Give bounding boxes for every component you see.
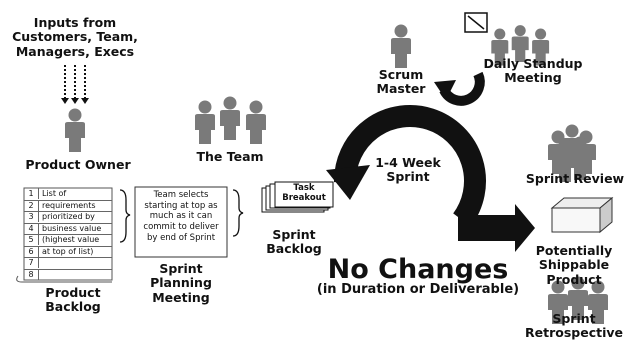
product-backlog-list: 1 List of 2 requirements 3 prioritized b… — [24, 188, 112, 280]
task-breakout-label: Task Breakout — [282, 183, 326, 203]
task-breakout-stack — [261, 181, 334, 213]
planning-box-text: Team selects starting at top as much as … — [143, 190, 219, 243]
no-changes-subtitle: (in Duration or Deliverable) — [316, 282, 520, 297]
backlog-row: 2 requirements — [24, 199, 112, 212]
backlog-row: 4 business value — [24, 222, 112, 235]
team-person-icon — [220, 96, 240, 140]
backlog-bracket — [119, 189, 131, 243]
backlog-row: 6 at top of list) — [24, 245, 112, 258]
no-changes-title: No Changes — [327, 254, 509, 285]
product-box-icon — [550, 196, 614, 234]
input-arrows — [61, 65, 89, 104]
the-team-label: The Team — [196, 149, 264, 164]
clock-icon — [464, 12, 488, 33]
backlog-row: 1 List of — [24, 188, 112, 201]
delivery-arrow — [458, 204, 535, 252]
backlog-row: 5 (highest value — [24, 234, 112, 247]
sprint-cycle-arrow — [326, 105, 486, 227]
planning-box — [134, 186, 228, 258]
backlog-row: 8 — [24, 268, 112, 281]
daily-cycle-arrow — [434, 71, 485, 106]
scrum-master-person-icon — [391, 24, 411, 68]
product-backlog-title: Product Backlog — [45, 285, 101, 315]
inputs-label: Inputs from Customers, Team, Managers, E… — [12, 15, 138, 59]
product-owner-label: Product Owner — [25, 157, 131, 172]
sprint-backlog-label: Sprint Backlog — [266, 227, 322, 257]
backlog-row: 7 — [24, 257, 112, 270]
backlog-row: 3 prioritized by — [24, 211, 112, 224]
sprint-cycle-label: 1-4 Week Sprint — [375, 155, 441, 185]
shippable-label: Potentially Shippable Product — [535, 243, 613, 287]
planning-bracket — [232, 189, 244, 237]
sprint-review-label: Sprint Review — [525, 171, 625, 186]
planning-title: Sprint Planning Meeting — [150, 261, 212, 305]
scrum-master-label: Scrum Master — [376, 67, 426, 97]
product-owner-person-icon — [65, 108, 85, 152]
retrospective-label: Sprint Retrospective — [525, 311, 623, 341]
team-person-icon — [195, 100, 215, 144]
daily-standup-label: Daily Standup Meeting — [483, 56, 583, 86]
team-person-icon — [246, 100, 266, 144]
